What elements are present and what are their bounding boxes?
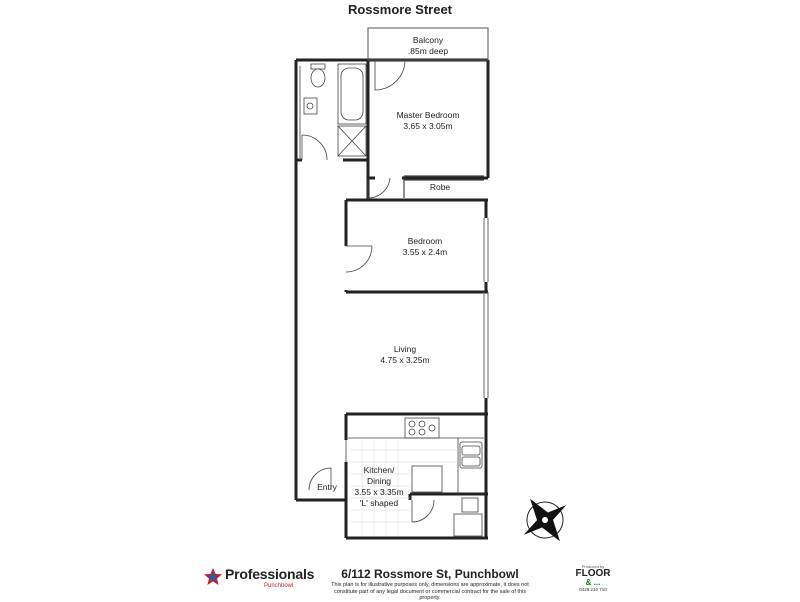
- entry-label: Entry: [317, 482, 337, 492]
- professionals-logo-icon: [204, 568, 222, 585]
- drafter-logo: Produced by FLOOR & ... 0428 210 710: [575, 564, 611, 592]
- balcony: [367, 27, 489, 61]
- agency-name: Professionals: [225, 566, 315, 582]
- master-bedroom-label: Master Bedroom 3.65 x 3.05m: [396, 110, 460, 131]
- bedroom-label: Bedroom 3.55 x 2.4m: [402, 236, 448, 257]
- living-label: Living 4.75 x 3.25m: [380, 344, 430, 365]
- kitchen-tiles: [350, 440, 456, 536]
- agency-logo: Professionals Punchbowl: [203, 566, 315, 589]
- kitchen-dining-label: Kitchen/ Dining 3.55 x 3.35m 'L' shaped: [354, 465, 404, 508]
- property-address: 6/112 Rossmore St, Punchbowl: [341, 567, 519, 581]
- agency-branch: Punchbowl: [264, 583, 294, 589]
- robe-label: Robe: [429, 182, 451, 192]
- bathroom-fixtures: [303, 63, 367, 157]
- street-label: Rossmore Street: [347, 2, 453, 17]
- kitchen-fixtures: [348, 417, 484, 537]
- doors: [301, 59, 435, 523]
- compass-icon: [523, 498, 567, 542]
- balcony-label: Balcony .85m deep: [407, 35, 449, 56]
- disclaimer: This plan is for illustrative purposes o…: [331, 582, 529, 601]
